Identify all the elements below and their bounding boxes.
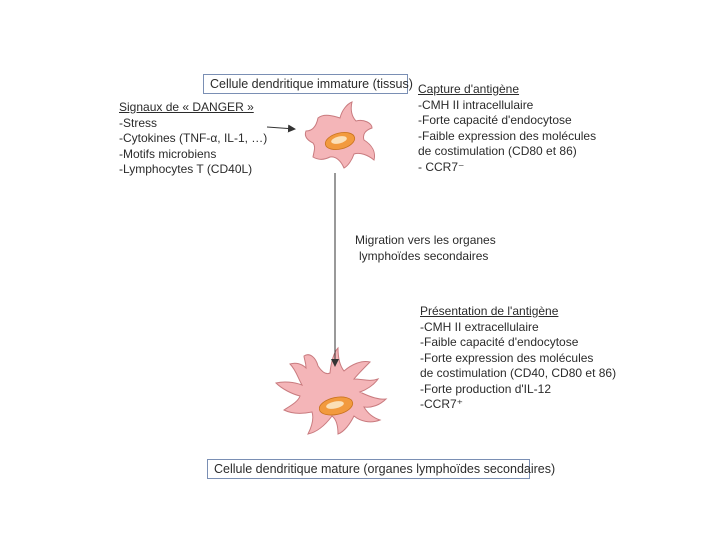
danger-title: Signaux de « DANGER » xyxy=(119,100,254,114)
presentation-item: -CCR7⁺ xyxy=(420,397,464,411)
capture-title: Capture d'antigène xyxy=(418,82,520,96)
presentation-item: -Faible capacité d'endocytose xyxy=(420,335,579,349)
presentation-item: -Forte production d'IL-12 xyxy=(420,381,552,396)
capture-item: - CCR7⁻ xyxy=(418,159,465,174)
presentation-title: Présentation de l'antigène xyxy=(420,304,559,318)
migration-line: Migration vers les organes xyxy=(355,233,496,247)
mature-dendritic-cell xyxy=(275,346,388,435)
migration-line: lymphoïdes secondaires xyxy=(359,248,489,263)
antigen-capture-block: Capture d'antigène -CMH II intracellulai… xyxy=(418,82,596,175)
presentation-item: de costimulation (CD40, CD80 et 86) xyxy=(420,366,617,380)
mature-nucleus-highlight xyxy=(326,401,344,409)
migration-label-block: Migration vers les organes lymphoïdes se… xyxy=(355,233,496,264)
capture-item: de costimulation (CD80 et 86) xyxy=(418,144,577,158)
capture-item: -Forte capacité d'endocytose xyxy=(418,113,572,127)
danger-item: -Cytokines (TNF-α, IL-1, …) xyxy=(119,131,268,145)
danger-signal-arrow xyxy=(266,124,296,133)
immature-cell-box: Cellule dendritique immature (tissus) xyxy=(203,74,413,94)
immature-cell-label: Cellule dendritique immature (tissus) xyxy=(210,77,413,91)
danger-item: -Lymphocytes T (CD40L) xyxy=(119,162,253,176)
presentation-item: -CMH II extracellulaire xyxy=(420,319,539,334)
mature-cell-box: Cellule dendritique mature (organes lymp… xyxy=(207,459,555,479)
immature-dendritic-cell xyxy=(304,101,375,169)
presentation-item: -Forte expression des molécules xyxy=(420,350,594,365)
danger-item: -Motifs microbiens xyxy=(119,146,217,161)
danger-signals-block: Signaux de « DANGER » -Stress -Cytokines… xyxy=(119,100,267,178)
mature-cell-label: Cellule dendritique mature (organes lymp… xyxy=(214,462,556,476)
immature-nucleus-highlight xyxy=(331,136,347,144)
danger-item: -Stress xyxy=(119,115,158,130)
antigen-presentation-block: Présentation de l'antigène -CMH II extra… xyxy=(420,304,616,413)
capture-item: -CMH II intracellulaire xyxy=(418,97,534,112)
mature-cell-body xyxy=(275,346,388,435)
capture-item: -Faible expression des molécules xyxy=(418,128,597,143)
